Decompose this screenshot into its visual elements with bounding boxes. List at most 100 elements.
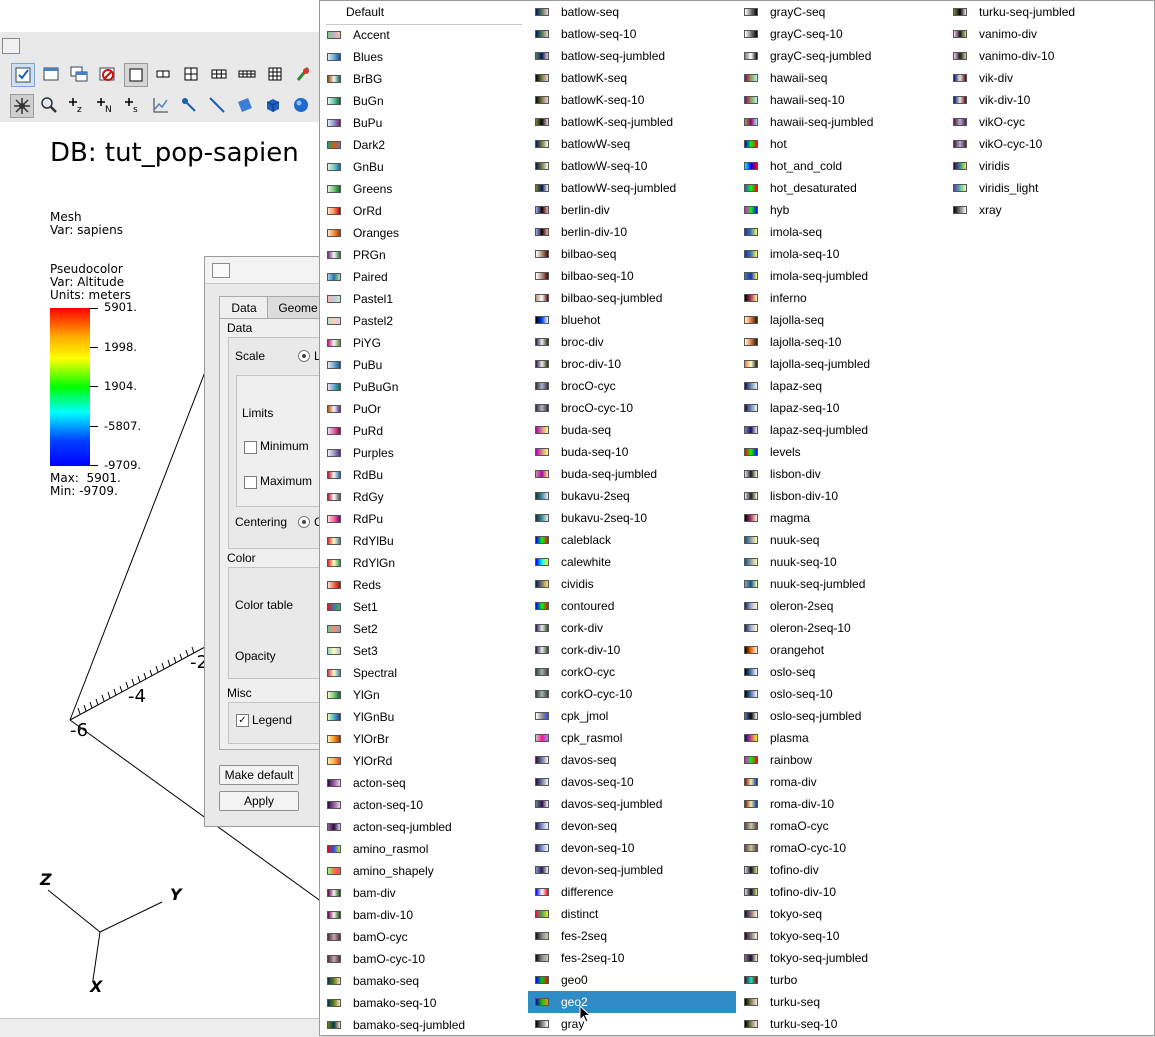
menu-item-romao-cyc-10[interactable]: romaO-cyc-10 bbox=[737, 837, 945, 859]
menu-item-oslo-seq[interactable]: oslo-seq bbox=[737, 661, 945, 683]
menu-item-broco-cyc[interactable]: brocO-cyc bbox=[528, 375, 736, 397]
menu-item-vanimo-div-10[interactable]: vanimo-div-10 bbox=[946, 45, 1154, 67]
box-tool-icon[interactable] bbox=[262, 94, 284, 116]
menu-item-vik-div[interactable]: vik-div bbox=[946, 67, 1154, 89]
menu-item-viko-cyc-10[interactable]: vikO-cyc-10 bbox=[946, 133, 1154, 155]
layout-1x1-icon[interactable] bbox=[124, 63, 148, 87]
menu-item-set3[interactable]: Set3 bbox=[320, 640, 528, 662]
menu-item-davos-seq[interactable]: davos-seq bbox=[528, 749, 736, 771]
spreadsheet-pick-icon[interactable]: s bbox=[122, 94, 144, 116]
menu-item-berlin-div[interactable]: berlin-div bbox=[528, 199, 736, 221]
menu-item-tokyo-seq-10[interactable]: tokyo-seq-10 bbox=[737, 925, 945, 947]
menu-item-berlin-div-10[interactable]: berlin-div-10 bbox=[528, 221, 736, 243]
menu-item-rdpu[interactable]: RdPu bbox=[320, 508, 528, 530]
make-default-button[interactable]: Make default bbox=[219, 765, 299, 785]
menu-item-hot[interactable]: hot bbox=[737, 133, 945, 155]
menu-item-rdylgn[interactable]: RdYlGn bbox=[320, 552, 528, 574]
menu-item-bugn[interactable]: BuGn bbox=[320, 90, 528, 112]
menu-item-turku-seq-10[interactable]: turku-seq-10 bbox=[737, 1013, 945, 1035]
menu-item-lisbon-div[interactable]: lisbon-div bbox=[737, 463, 945, 485]
menu-item-cpk-jmol[interactable]: cpk_jmol bbox=[528, 705, 736, 727]
layout-2x3-icon[interactable] bbox=[208, 63, 230, 85]
layout-2x4-icon[interactable] bbox=[236, 63, 258, 85]
zone-pick-icon[interactable]: z bbox=[66, 94, 88, 116]
menu-item-bamo-cyc-10[interactable]: bamO-cyc-10 bbox=[320, 948, 528, 970]
menu-item-turku-seq-jumbled[interactable]: turku-seq-jumbled bbox=[946, 1, 1154, 23]
legend-checkbox[interactable]: ✓ bbox=[236, 714, 249, 727]
menu-item-blues[interactable]: Blues bbox=[320, 46, 528, 68]
menu-item-davos-seq-jumbled[interactable]: davos-seq-jumbled bbox=[528, 793, 736, 815]
menu-item-dark2[interactable]: Dark2 bbox=[320, 134, 528, 156]
menu-item-gnbu[interactable]: GnBu bbox=[320, 156, 528, 178]
menu-item-batlow-seq-10[interactable]: batlow-seq-10 bbox=[528, 23, 736, 45]
menu-item-magma[interactable]: magma bbox=[737, 507, 945, 529]
point-tool-icon[interactable] bbox=[178, 94, 200, 116]
menu-item-vanimo-div[interactable]: vanimo-div bbox=[946, 23, 1154, 45]
menu-item-rdylbu[interactable]: RdYlBu bbox=[320, 530, 528, 552]
menu-item-amino-shapely[interactable]: amino_shapely bbox=[320, 860, 528, 882]
menu-item-davos-seq-10[interactable]: davos-seq-10 bbox=[528, 771, 736, 793]
menu-item-bam-div-10[interactable]: bam-div-10 bbox=[320, 904, 528, 926]
menu-item-geo2[interactable]: geo2 bbox=[528, 991, 736, 1013]
menu-item-batlowk-seq-10[interactable]: batlowK-seq-10 bbox=[528, 89, 736, 111]
menu-item-gray[interactable]: gray bbox=[528, 1013, 736, 1035]
menu-item-lapaz-seq-jumbled[interactable]: lapaz-seq-jumbled bbox=[737, 419, 945, 441]
sphere-tool-icon[interactable] bbox=[290, 94, 312, 116]
menu-item-nuuk-seq-10[interactable]: nuuk-seq-10 bbox=[737, 551, 945, 573]
menu-item-broc-div-10[interactable]: broc-div-10 bbox=[528, 353, 736, 375]
minimum-checkbox[interactable] bbox=[244, 441, 257, 454]
menu-item-pastel2[interactable]: Pastel2 bbox=[320, 310, 528, 332]
menu-item-roma-div[interactable]: roma-div bbox=[737, 771, 945, 793]
menu-item-devon-seq-jumbled[interactable]: devon-seq-jumbled bbox=[528, 859, 736, 881]
menu-item-fes-2seq-10[interactable]: fes-2seq-10 bbox=[528, 947, 736, 969]
menu-item-acton-seq[interactable]: acton-seq bbox=[320, 772, 528, 794]
menu-item-bamako-seq-10[interactable]: bamako-seq-10 bbox=[320, 992, 528, 1014]
menu-item-bilbao-seq[interactable]: bilbao-seq bbox=[528, 243, 736, 265]
menu-item-calewhite[interactable]: calewhite bbox=[528, 551, 736, 573]
menu-item-orrd[interactable]: OrRd bbox=[320, 200, 528, 222]
menu-item-grayc-seq-10[interactable]: grayC-seq-10 bbox=[737, 23, 945, 45]
menu-item-batloww-seq-10[interactable]: batlowW-seq-10 bbox=[528, 155, 736, 177]
menu-item-contoured[interactable]: contoured bbox=[528, 595, 736, 617]
menu-item-bamako-seq[interactable]: bamako-seq bbox=[320, 970, 528, 992]
menu-item-fes-2seq[interactable]: fes-2seq bbox=[528, 925, 736, 947]
plane-tool-icon[interactable] bbox=[234, 94, 256, 116]
menu-item-oranges[interactable]: Oranges bbox=[320, 222, 528, 244]
menu-item-grayc-seq-jumbled[interactable]: grayC-seq-jumbled bbox=[737, 45, 945, 67]
menu-item-levels[interactable]: levels bbox=[737, 441, 945, 463]
menu-item-buda-seq-jumbled[interactable]: buda-seq-jumbled bbox=[528, 463, 736, 485]
menu-item-turku-seq[interactable]: turku-seq bbox=[737, 991, 945, 1013]
menu-item-piyg[interactable]: PiYG bbox=[320, 332, 528, 354]
menu-item-ylgnbu[interactable]: YlGnBu bbox=[320, 706, 528, 728]
menu-item-hot-desaturated[interactable]: hot_desaturated bbox=[737, 177, 945, 199]
menu-item-rdbu[interactable]: RdBu bbox=[320, 464, 528, 486]
menu-item-ylgn[interactable]: YlGn bbox=[320, 684, 528, 706]
toolbar-check-icon[interactable] bbox=[11, 63, 35, 87]
menu-item-orangehot[interactable]: orangehot bbox=[737, 639, 945, 661]
menu-item-bluehot[interactable]: bluehot bbox=[528, 309, 736, 331]
menu-item-buda-seq[interactable]: buda-seq bbox=[528, 419, 736, 441]
menu-item-pubugn[interactable]: PuBuGn bbox=[320, 376, 528, 398]
layout-2x2-icon[interactable] bbox=[180, 63, 202, 85]
menu-item-pubu[interactable]: PuBu bbox=[320, 354, 528, 376]
menu-item-lajolla-seq[interactable]: lajolla-seq bbox=[737, 309, 945, 331]
menu-item-viridis[interactable]: viridis bbox=[946, 155, 1154, 177]
menu-item-ylorrd[interactable]: YlOrRd bbox=[320, 750, 528, 772]
menu-item-bilbao-seq-jumbled[interactable]: bilbao-seq-jumbled bbox=[528, 287, 736, 309]
menu-item-devon-seq[interactable]: devon-seq bbox=[528, 815, 736, 837]
menu-item-broco-cyc-10[interactable]: brocO-cyc-10 bbox=[528, 397, 736, 419]
menu-item-xray[interactable]: xray bbox=[946, 199, 1154, 221]
lock-view-icon[interactable] bbox=[292, 63, 314, 85]
menu-item-lisbon-div-10[interactable]: lisbon-div-10 bbox=[737, 485, 945, 507]
menu-item-tofino-div[interactable]: tofino-div bbox=[737, 859, 945, 881]
menu-item-default[interactable]: Default bbox=[320, 1, 528, 23]
menu-item-difference[interactable]: difference bbox=[528, 881, 736, 903]
menu-item-hawaii-seq[interactable]: hawaii-seq bbox=[737, 67, 945, 89]
menu-item-bamo-cyc[interactable]: bamO-cyc bbox=[320, 926, 528, 948]
dialog-titlebar[interactable] bbox=[205, 257, 323, 284]
menu-item-corko-cyc-10[interactable]: corkO-cyc-10 bbox=[528, 683, 736, 705]
menu-item-bam-div[interactable]: bam-div bbox=[320, 882, 528, 904]
menu-item-plasma[interactable]: plasma bbox=[737, 727, 945, 749]
curve-pick-icon[interactable] bbox=[150, 94, 172, 116]
menu-item-bilbao-seq-10[interactable]: bilbao-seq-10 bbox=[528, 265, 736, 287]
